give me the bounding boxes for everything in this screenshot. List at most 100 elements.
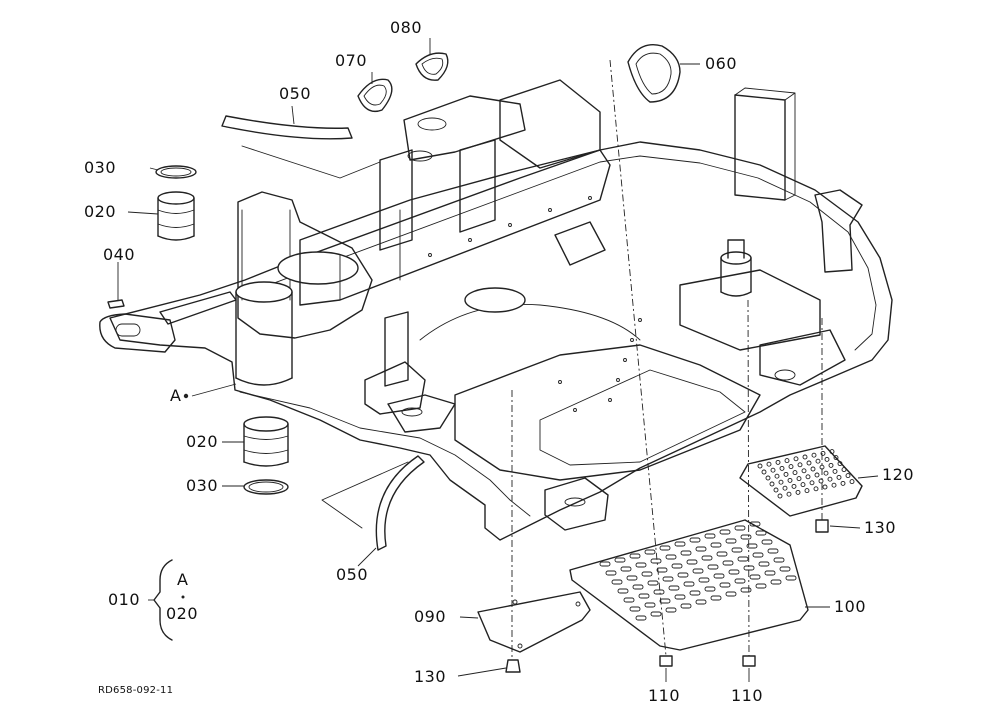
plate-slot bbox=[620, 566, 632, 572]
plate-slot bbox=[728, 569, 740, 575]
plate-slot bbox=[665, 607, 677, 613]
plate-hole bbox=[818, 478, 824, 484]
plate-slot bbox=[689, 537, 701, 543]
plate-hole bbox=[836, 474, 842, 480]
callout-110-left: 110 bbox=[648, 686, 681, 705]
plate-slot bbox=[599, 561, 611, 567]
bolt-130-left bbox=[505, 659, 521, 673]
plate-slot bbox=[644, 602, 656, 608]
plate-slot bbox=[659, 545, 671, 551]
callout-070: 070 bbox=[335, 51, 368, 70]
callout-130-right: 130 bbox=[864, 518, 897, 537]
plate-slot bbox=[623, 597, 635, 603]
plate-hole bbox=[769, 481, 775, 487]
plate-slot bbox=[635, 562, 647, 568]
plate-slot bbox=[698, 577, 710, 583]
plate-slot bbox=[737, 556, 749, 562]
plate-slot bbox=[647, 580, 659, 586]
plate-slot bbox=[650, 558, 662, 564]
callout-040: 040 bbox=[103, 245, 136, 264]
plate-slot bbox=[710, 542, 722, 548]
plate-hole bbox=[823, 470, 829, 476]
plate-slot bbox=[665, 554, 677, 560]
plate-slot bbox=[626, 575, 638, 581]
plate-hole bbox=[766, 461, 772, 467]
plate-hole bbox=[777, 493, 783, 499]
plate-slot bbox=[659, 598, 671, 604]
plate-hole bbox=[805, 474, 811, 480]
plate-hole bbox=[801, 468, 807, 474]
plate-hole bbox=[840, 480, 846, 486]
plate-slot bbox=[695, 546, 707, 552]
plate-slot bbox=[680, 603, 692, 609]
plate-slot bbox=[641, 571, 653, 577]
plate-hole bbox=[787, 477, 793, 483]
callout-020-bottom: 020 bbox=[186, 432, 219, 451]
plate-slot bbox=[722, 560, 734, 566]
plate-slot bbox=[755, 530, 767, 536]
callout-060: 060 bbox=[705, 54, 738, 73]
plate-hole bbox=[831, 482, 837, 488]
plate-hole bbox=[824, 456, 830, 462]
plate-slot bbox=[671, 563, 683, 569]
plate-slot bbox=[749, 574, 761, 580]
plate-slot bbox=[749, 521, 761, 527]
assembly-bracket bbox=[148, 559, 173, 641]
plate-slot bbox=[701, 555, 713, 561]
leader-lines bbox=[127, 38, 879, 682]
plate-hole bbox=[779, 465, 785, 471]
bolt-130-right bbox=[815, 519, 829, 533]
part-020-top-bushing bbox=[157, 191, 195, 241]
plate-slot bbox=[734, 525, 746, 531]
plate-hole bbox=[822, 484, 828, 490]
part-090-cover-plate bbox=[477, 591, 591, 653]
ref-dot-a bbox=[183, 393, 189, 399]
plate-hole bbox=[810, 466, 816, 472]
plate-hole bbox=[796, 476, 802, 482]
plate-hole bbox=[792, 470, 798, 476]
part-120-perforated-plate bbox=[739, 445, 863, 517]
plate-hole bbox=[770, 467, 776, 473]
plate-slot bbox=[767, 548, 779, 554]
plate-hole bbox=[778, 479, 784, 485]
drawing-code: RD658-092-11 bbox=[98, 685, 174, 696]
plate-slot bbox=[683, 581, 695, 587]
callout-100: 100 bbox=[834, 597, 867, 616]
plate-hole bbox=[793, 456, 799, 462]
plate-hole bbox=[788, 464, 794, 470]
callout-080: 080 bbox=[390, 18, 423, 37]
plate-hole bbox=[811, 452, 817, 458]
plate-slot bbox=[764, 570, 776, 576]
plate-hole bbox=[797, 462, 803, 468]
plate-slot bbox=[779, 566, 791, 572]
plate-hole bbox=[774, 473, 780, 479]
plate-hole bbox=[784, 458, 790, 464]
callout-030-top: 030 bbox=[84, 158, 117, 177]
plate-hole bbox=[820, 450, 826, 456]
plate-hole bbox=[841, 467, 847, 473]
part-100-slotted-plate bbox=[569, 519, 809, 651]
plate-hole bbox=[757, 463, 763, 469]
plate-slot bbox=[674, 594, 686, 600]
plate-slot bbox=[677, 572, 689, 578]
plate-hole bbox=[814, 472, 820, 478]
plate-slot bbox=[650, 611, 662, 617]
plate-slot bbox=[731, 547, 743, 553]
part-020-bottom-bushing bbox=[243, 416, 289, 467]
part-070-seal bbox=[357, 78, 393, 113]
plate-slot bbox=[692, 568, 704, 574]
plate-slot bbox=[716, 551, 728, 557]
plate-slot bbox=[734, 578, 746, 584]
callout-110-right: 110 bbox=[731, 686, 764, 705]
plate-hole bbox=[849, 479, 855, 485]
callout-020-top: 020 bbox=[84, 202, 117, 221]
part-060-loop bbox=[627, 44, 681, 103]
plate-slot bbox=[635, 615, 647, 621]
part-030-top-ring bbox=[155, 165, 197, 179]
plate-slot bbox=[725, 538, 737, 544]
plate-hole bbox=[775, 459, 781, 465]
part-040-grease-nipple bbox=[107, 262, 125, 309]
plate-hole bbox=[761, 469, 767, 475]
